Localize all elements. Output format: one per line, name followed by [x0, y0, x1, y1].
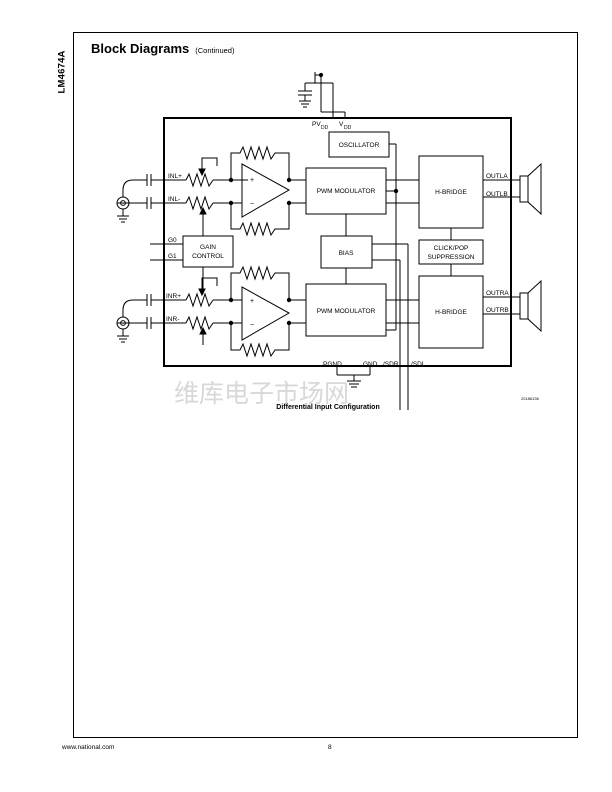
left-amp-plus-sign: +: [250, 177, 254, 184]
footer-url: www.national.com: [62, 744, 115, 751]
pvdd-label: PV: [312, 121, 321, 128]
pin-outla: OUTLA: [486, 173, 508, 180]
section-title-text: Block Diagrams: [91, 41, 190, 56]
section-note: (Continued): [195, 46, 235, 55]
left-input-network: [116, 157, 242, 231]
page-number: 8: [328, 744, 332, 751]
pin-inl-plus: INL+: [168, 173, 182, 180]
pin-g0: G0: [168, 237, 177, 244]
gain-control-wiring: [150, 231, 204, 294]
pin-g1: G1: [168, 253, 177, 260]
section-title: Block Diagrams (Continued): [91, 41, 234, 56]
left-speaker-icon: [519, 162, 542, 216]
h-bridge-top-label: H-BRIDGE: [435, 189, 467, 196]
right-input-network: [116, 277, 242, 345]
bias-wiring: [345, 214, 409, 410]
h-bridge-bottom-label: H-BRIDGE: [435, 309, 467, 316]
h-bridge-bottom-block: [418, 275, 484, 349]
chip-outline: [163, 117, 512, 367]
pin-outrb: OUTRB: [486, 307, 509, 314]
click-pop-label-1: CLICK/POP: [434, 245, 469, 252]
page-frame: [73, 32, 578, 738]
bias-label: BIAS: [339, 250, 354, 257]
supply-network: [298, 72, 346, 118]
pwm-modulator-bottom-label: PWM MODULATOR: [317, 308, 376, 315]
pin-sdr: /SDR: [383, 361, 399, 368]
diagram-caption: Differential Input Configuration: [276, 404, 379, 411]
pwm-modulator-top-label: PWM MODULATOR: [317, 188, 376, 195]
left-amp-minus-sign: −: [250, 201, 254, 208]
gain-control-label-1: GAIN: [200, 244, 216, 251]
pin-outlb: OUTLB: [486, 191, 508, 198]
pin-inr-minus: INR-: [166, 316, 179, 323]
right-amp-plus-sign: +: [250, 298, 254, 305]
right-amplifier: [228, 265, 306, 358]
ground-wiring: [336, 366, 371, 388]
pvdd-subscript: DD: [321, 125, 329, 131]
right-amp-minus-sign: −: [250, 322, 254, 329]
pwm-modulator-bottom-block: [305, 283, 387, 337]
pin-pgnd: PGND: [323, 361, 342, 368]
click-pop-label-2: SUPPRESSION: [428, 254, 475, 261]
vdd-label: V: [339, 121, 344, 128]
figure-id: 20186136: [521, 396, 540, 401]
watermark-text: 维库电子市场网: [174, 380, 349, 408]
oscillator-label: OSCILLATOR: [339, 142, 380, 149]
pin-inr-plus: INR+: [166, 293, 181, 300]
left-amplifier: [228, 145, 306, 237]
pin-inl-minus: INL-: [168, 196, 180, 203]
vdd-subscript: DD: [344, 125, 352, 131]
pin-outra: OUTRA: [486, 290, 509, 297]
pin-gnd: GND: [363, 361, 378, 368]
right-speaker-icon: [519, 279, 542, 333]
left-output-wiring: [386, 143, 419, 330]
gain-control-label-2: CONTROL: [192, 253, 224, 260]
left-speaker-wiring: [483, 179, 520, 198]
right-speaker-wiring: [483, 296, 520, 315]
gain-control-block: [182, 235, 234, 268]
right-output-wiring: [386, 299, 419, 331]
pin-sdl: /SDL: [411, 361, 426, 368]
